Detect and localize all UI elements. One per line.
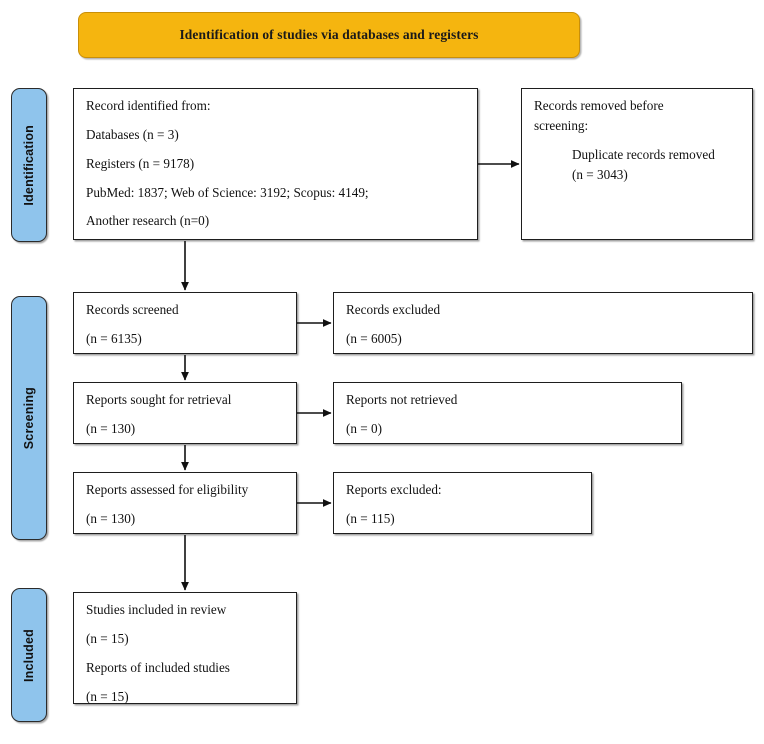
stage-bar-included: Included — [11, 588, 47, 722]
stage-bar-identification: Identification — [11, 88, 47, 242]
stage-label-identification: Identification — [22, 124, 36, 206]
studies-included-box: Studies included in review (n = 15) Repo… — [73, 592, 297, 704]
box-line: Records screened — [86, 302, 179, 317]
box-line: Another research (n=0) — [86, 213, 210, 229]
box-line: (n = 6135) — [86, 330, 142, 346]
box-line: (n = 15) — [86, 630, 129, 646]
box-line: (n = 0) — [346, 420, 383, 436]
records-screened-box: Records screened (n = 6135) — [73, 292, 297, 354]
box-line: (n = 130) — [86, 420, 136, 436]
box-line: (n = 3043) — [572, 166, 628, 182]
box-line: Duplicate records removed — [572, 146, 715, 162]
box-line: Records removed before — [534, 98, 664, 113]
box-line: Reports not retrieved — [346, 392, 458, 407]
box-line: Reports excluded: — [346, 482, 442, 497]
box-line: (n = 115) — [346, 510, 395, 526]
stage-label-included: Included — [22, 628, 36, 682]
box-line: screening: — [534, 117, 589, 133]
box-line: Record identified from: — [86, 98, 211, 113]
records-identified-box: Record identified from: Databases (n = 3… — [73, 88, 478, 240]
box-line: Databases (n = 3) — [86, 126, 179, 142]
box-line: (n = 15) — [86, 688, 129, 704]
box-line: Reports sought for retrieval — [86, 392, 232, 407]
stage-label-screening: Screening — [22, 386, 36, 450]
reports-sought-box: Reports sought for retrieval (n = 130) — [73, 382, 297, 444]
stage-bar-screening: Screening — [11, 296, 47, 540]
reports-assessed-box: Reports assessed for eligibility (n = 13… — [73, 472, 297, 534]
banner-title: Identification of studies via databases … — [179, 27, 479, 42]
reports-not-retrieved-box: Reports not retrieved (n = 0) — [333, 382, 682, 444]
box-line: Records excluded — [346, 302, 441, 317]
box-line: Reports of included studies — [86, 659, 230, 675]
box-line: Registers (n = 9178) — [86, 155, 195, 171]
box-line: (n = 130) — [86, 510, 136, 526]
box-line: Studies included in review — [86, 602, 227, 617]
box-line: (n = 6005) — [346, 330, 402, 346]
reports-excluded-box: Reports excluded: (n = 115) — [333, 472, 592, 534]
box-line: PubMed: 1837; Web of Science: 3192; Scop… — [86, 184, 369, 200]
records-excluded-box: Records excluded (n = 6005) — [333, 292, 753, 354]
diagram-banner: Identification of studies via databases … — [78, 12, 580, 58]
records-removed-box: Records removed before screening: Duplic… — [521, 88, 753, 240]
box-line: Reports assessed for eligibility — [86, 482, 249, 497]
